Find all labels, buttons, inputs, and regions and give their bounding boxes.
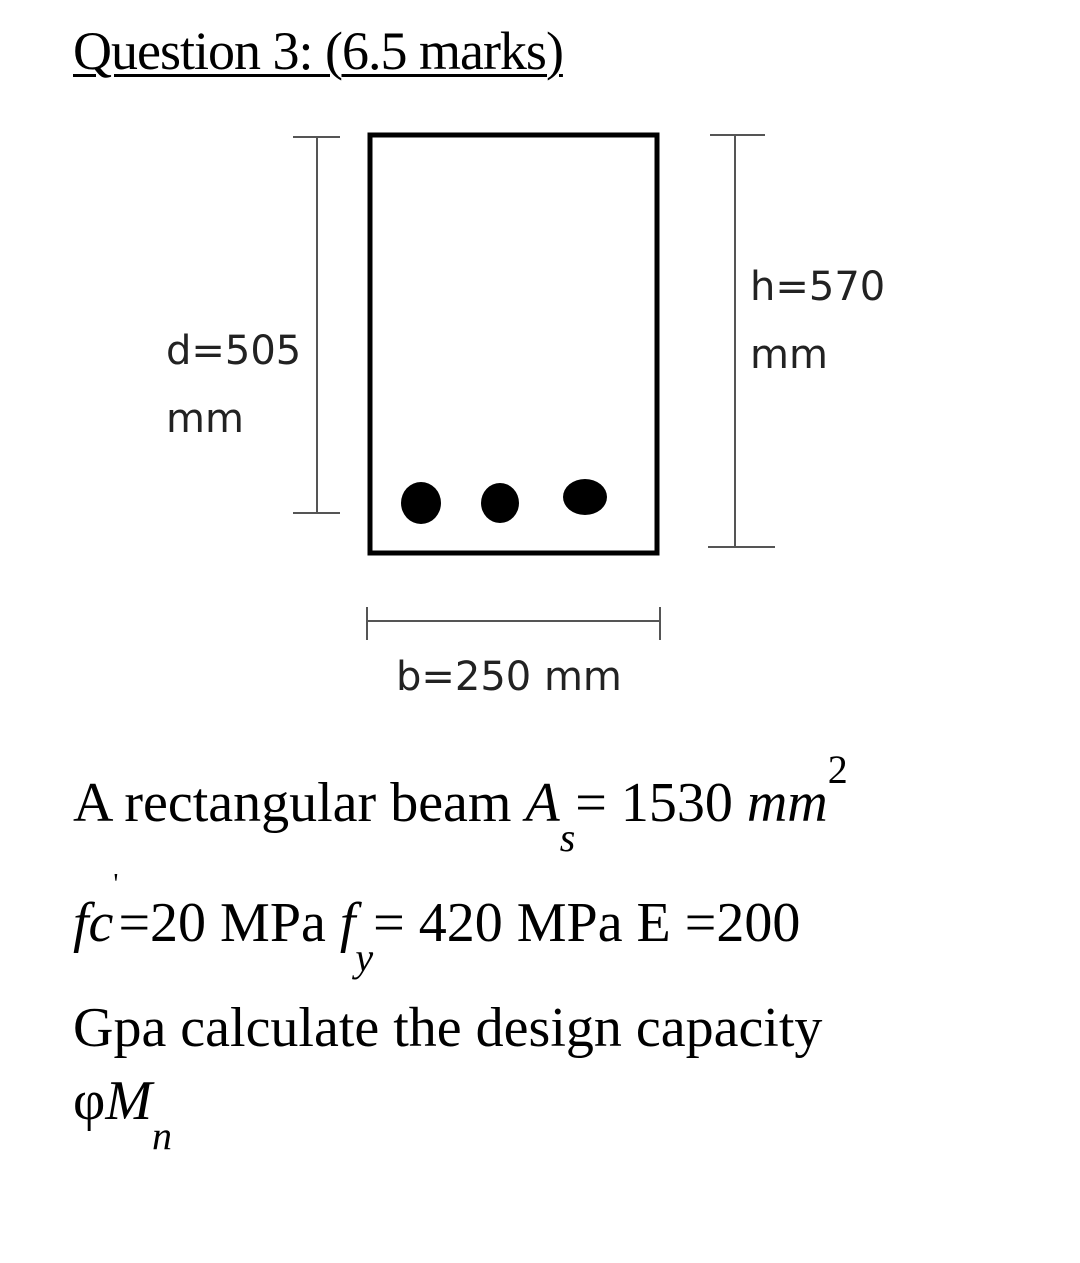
rebar-3 — [563, 479, 607, 515]
fc-prime: ' — [113, 869, 119, 900]
as-unit: mm — [746, 772, 828, 834]
fy-and-e-value: = 420 MPa E =200 — [373, 892, 801, 954]
as-value: = 1530 — [575, 772, 747, 834]
rebar-2 — [481, 483, 519, 523]
problem-line-1: A rectangular beam As= 1530 mm2 — [73, 747, 1033, 860]
h-dimension-line — [708, 134, 775, 548]
as-unit-exponent: 2 — [827, 747, 848, 792]
b-label: b=250 mm — [396, 654, 622, 700]
h-label-line2: mm — [750, 332, 828, 378]
d-dimension-line — [293, 136, 340, 514]
fy-symbol: f — [339, 892, 356, 954]
question-title: Question 3: (6.5 marks) — [73, 21, 564, 81]
b-dimension-line — [366, 607, 661, 640]
fc-symbol: fc — [73, 892, 114, 954]
beam-section — [367, 132, 660, 556]
as-symbol: A — [525, 772, 560, 834]
problem-line-4: φMn — [73, 1068, 1033, 1158]
mn-subscript: n — [151, 1113, 172, 1158]
d-label-line2: mm — [166, 396, 244, 442]
problem-line-2: fc'=20 MPa fy= 420 MPa E =200 — [73, 869, 1033, 980]
beam-cross-section-diagram: d=505 mm h=570 mm b=250 mm — [166, 132, 885, 700]
intro-text: A rectangular beam — [73, 772, 526, 834]
fy-subscript: y — [355, 935, 374, 980]
problem-line-3: Gpa calculate the design capacity — [73, 997, 823, 1059]
d-label-line1: d=505 — [166, 328, 301, 374]
phi-symbol: φ — [73, 1070, 106, 1132]
fc-value: =20 MPa — [118, 892, 340, 954]
h-label-line1: h=570 — [750, 264, 885, 310]
rebar-1 — [401, 482, 441, 524]
as-subscript: s — [559, 815, 576, 860]
mn-symbol: M — [105, 1070, 152, 1132]
